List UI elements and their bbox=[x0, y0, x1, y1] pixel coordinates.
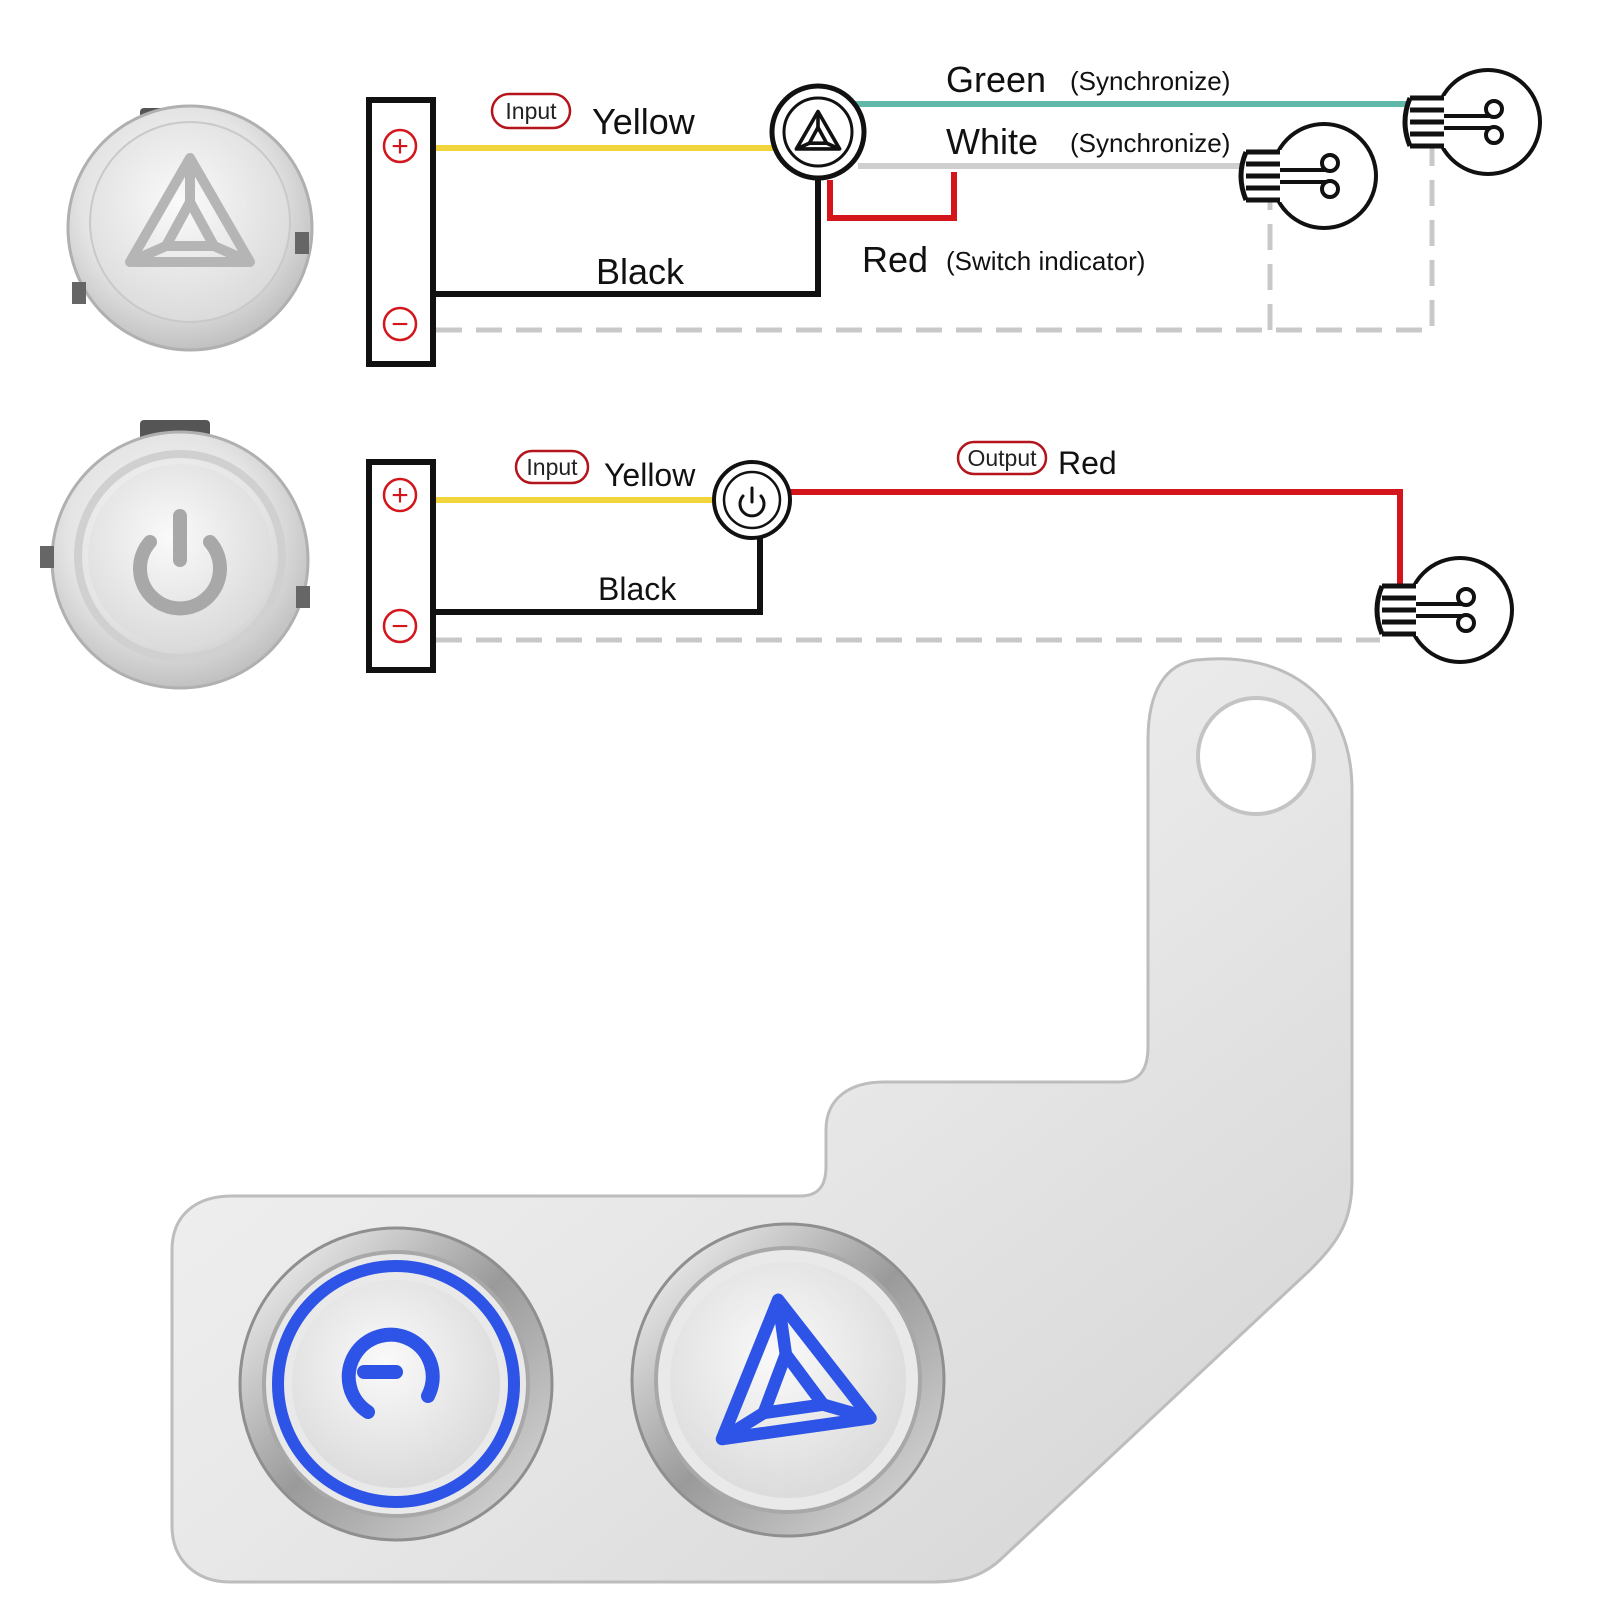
black-wire-2 bbox=[436, 528, 763, 615]
black-label-1: Black bbox=[596, 251, 685, 292]
power-switch-photo bbox=[40, 420, 310, 690]
terminal-minus-2: − bbox=[391, 610, 409, 643]
white-note: (Synchronize) bbox=[1070, 128, 1230, 158]
input-tag-1 bbox=[490, 92, 572, 130]
hazard-switch-photo bbox=[66, 104, 314, 352]
green-label: Green bbox=[946, 59, 1046, 100]
power-icon-blue bbox=[341, 1327, 440, 1419]
power-icon-small bbox=[738, 486, 766, 518]
diagram-2-power-switch: + − Input Yellow Black Output Red bbox=[40, 420, 1512, 690]
red-indicator-wire bbox=[827, 172, 957, 221]
hazard-button-photo bbox=[630, 1222, 946, 1538]
red-label-2: Red bbox=[1058, 445, 1117, 481]
terminal-plus-1: + bbox=[391, 130, 409, 163]
ground-dashed-wire-1 bbox=[436, 146, 1435, 333]
power-icon bbox=[133, 509, 227, 616]
bulb-icon-green bbox=[1405, 70, 1540, 174]
power-button-photo bbox=[238, 1226, 554, 1542]
mounting-hole bbox=[1196, 696, 1316, 816]
red-output-wire bbox=[790, 489, 1403, 584]
yellow-label-2: Yellow bbox=[604, 457, 696, 493]
diagram-1-hazard-switch: + − Input Yellow Black Green (Synchroniz… bbox=[66, 59, 1540, 367]
green-note: (Synchronize) bbox=[1070, 66, 1230, 96]
yellow-label-1: Yellow bbox=[592, 101, 696, 142]
input-tag-text-2: Input bbox=[526, 454, 578, 480]
output-tag-text: Output bbox=[967, 445, 1037, 471]
black-label-2: Black bbox=[598, 571, 677, 607]
terminal-minus-1: − bbox=[391, 308, 409, 341]
terminal-plus-2: + bbox=[391, 479, 409, 512]
input-tag-2 bbox=[514, 449, 590, 485]
red-note: (Switch indicator) bbox=[946, 246, 1145, 276]
bulb-icon-white bbox=[1241, 124, 1376, 228]
white-label: White bbox=[946, 121, 1038, 162]
input-tag-text-1: Input bbox=[505, 98, 557, 124]
output-tag bbox=[956, 440, 1048, 476]
red-label-1: Red bbox=[862, 239, 928, 280]
switch-bracket-photo bbox=[170, 657, 1354, 1584]
black-wire-1 bbox=[436, 180, 821, 297]
